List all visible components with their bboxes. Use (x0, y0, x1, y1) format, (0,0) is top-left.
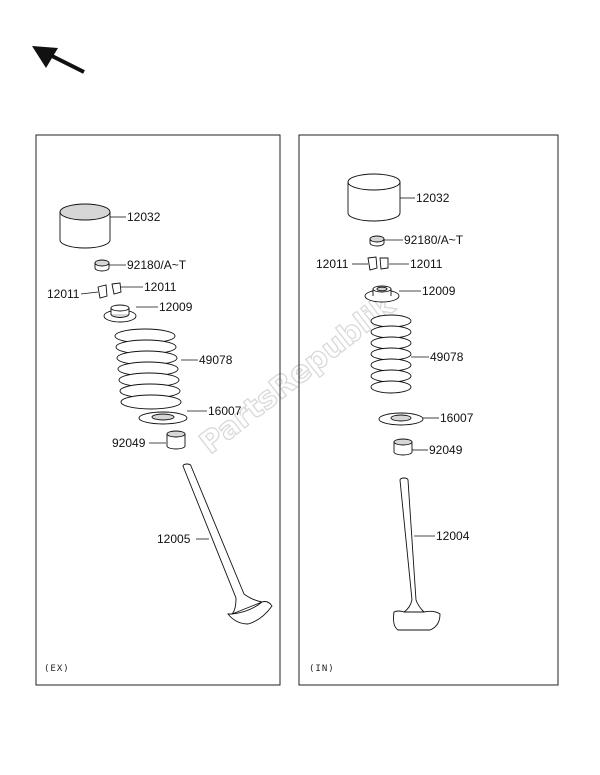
watermark: PartsRepublik (193, 287, 402, 461)
panel-tag-in: (IN) (309, 664, 335, 674)
tappet-exhaust (59, 203, 111, 249)
label-seat-in: 16007 (440, 411, 474, 425)
valve-exhaust (182, 463, 273, 625)
intake-panel: 12032 92180/A~T 12011 12011 12009 (298, 134, 559, 686)
label-retainer-in: 12009 (422, 284, 456, 298)
label-cotter-right-ex: 12011 (144, 280, 177, 294)
tappet-intake (347, 173, 401, 222)
label-seal-in: 92049 (429, 443, 463, 457)
shim-exhaust (94, 259, 110, 272)
cotters-intake (367, 256, 389, 271)
label-spring-in: 49078 (430, 350, 464, 364)
spring-seat-exhaust (138, 411, 188, 425)
cotters-exhaust (97, 282, 122, 299)
label-tappet-in: 12032 (416, 191, 450, 205)
label-shim-ex: 92180/A~T (127, 258, 187, 272)
retainer-exhaust (103, 304, 137, 323)
panel-tag-ex: (EX) (44, 664, 70, 674)
label-seat-ex: 16007 (208, 404, 242, 418)
shim-intake (369, 235, 385, 247)
exhaust-panel: 12032 92180/A~T 12011 12011 12009 (35, 134, 281, 686)
label-cotter-right-in: 12011 (410, 257, 443, 271)
label-spring-ex: 49078 (199, 353, 233, 367)
label-retainer-ex: 12009 (159, 300, 193, 314)
label-cotter-left-ex: 12011 (47, 287, 80, 301)
label-valve-in: 12004 (436, 529, 470, 543)
valve-seal-intake (393, 438, 413, 456)
label-shim-in: 92180/A~T (404, 233, 464, 247)
valve-intake (393, 477, 441, 631)
retainer-intake (364, 285, 400, 303)
orientation-arrow-icon (32, 46, 85, 74)
spring-intake (370, 314, 412, 394)
label-tappet-ex: 12032 (127, 210, 161, 224)
label-valve-ex: 12005 (157, 532, 191, 546)
spring-exhaust (114, 328, 182, 410)
spring-seat-intake (378, 412, 424, 426)
label-seal-ex: 92049 (112, 436, 146, 450)
label-cotter-left-in: 12011 (316, 257, 349, 271)
valve-seal-exhaust (166, 430, 186, 450)
